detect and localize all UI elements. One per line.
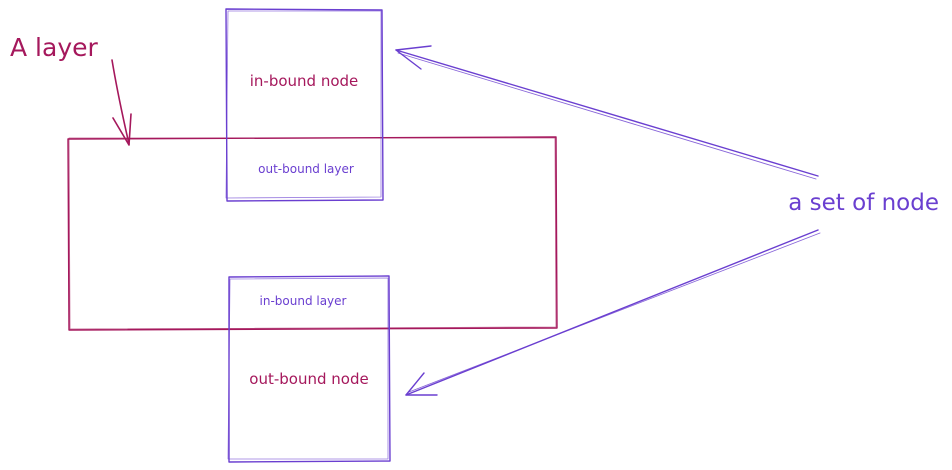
bottom-node-outline-trace — [227, 277, 389, 460]
bottom-node-box — [227, 275, 391, 463]
bottom-node-title: out-bound node — [249, 370, 368, 388]
layer-box — [67, 136, 558, 331]
layer-callout-arrow-head — [112, 113, 132, 146]
set-callout-label: a set of node — [788, 190, 939, 216]
layer-callout-arrow-shaft — [111, 59, 130, 145]
top-node-outline-trace — [225, 10, 382, 199]
set-arrow-top-head — [395, 45, 432, 70]
bottom-node-port-label: in-bound layer — [260, 294, 347, 308]
set-arrow-bottom-shaft — [405, 229, 819, 396]
set-arrow-bottom-head — [405, 372, 438, 396]
layer-callout-label: A layer — [10, 33, 98, 62]
set-arrow-top-shaft — [395, 49, 819, 177]
set-arrow-bottom-shaft-trace — [408, 232, 821, 393]
layer-callout-arrow — [111, 59, 132, 146]
top-node-title: in-bound node — [250, 72, 359, 90]
top-node-port-label: out-bound layer — [258, 162, 354, 176]
set-arrow-top-shaft-trace — [397, 52, 817, 180]
layer-box-outline-trace — [68, 137, 557, 330]
set-arrow-bottom — [405, 229, 821, 396]
set-arrow-top — [395, 45, 819, 180]
top-node-box — [225, 8, 384, 202]
